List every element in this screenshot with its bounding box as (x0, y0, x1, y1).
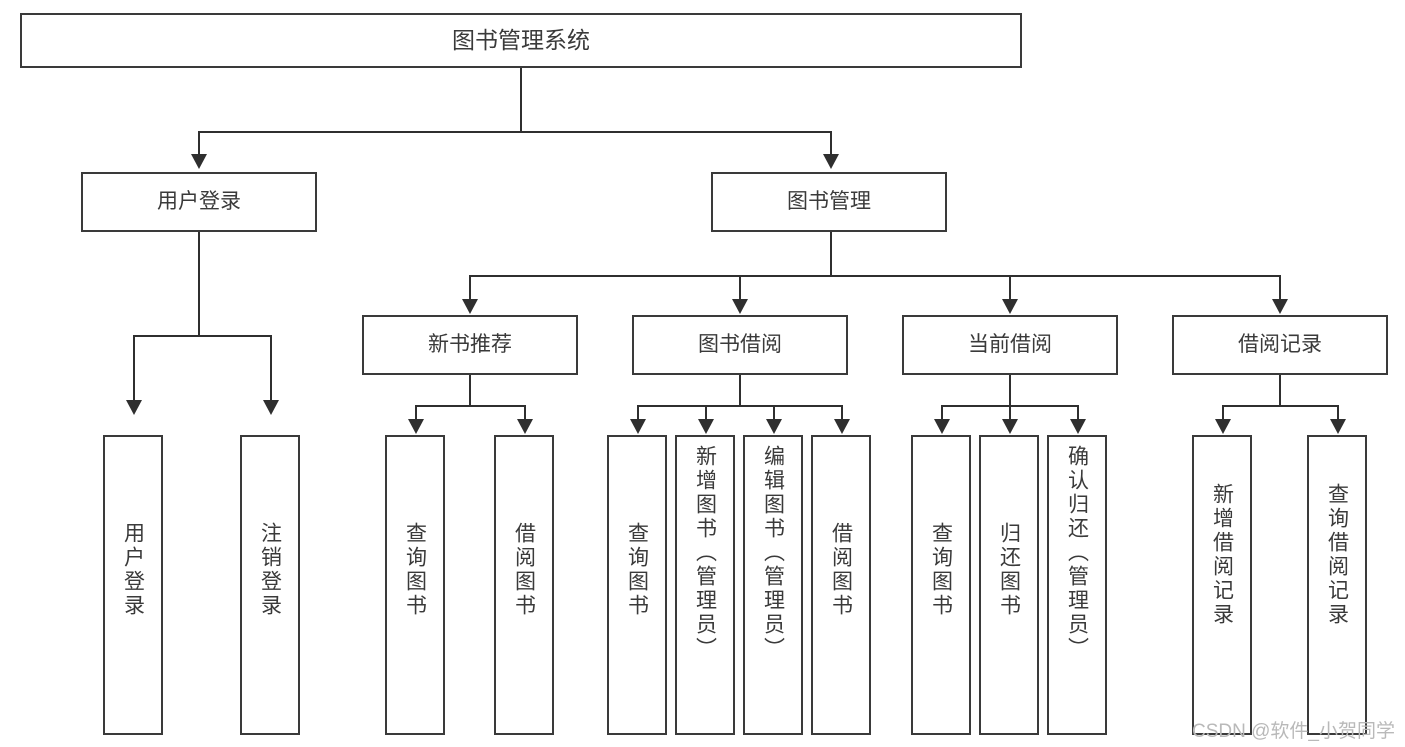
node-current-borrowing[interactable]: 当前借阅 (902, 315, 1118, 375)
node-leaf-borrow-books-borrow[interactable]: 借阅图书 (811, 435, 871, 735)
connector-book-borrow-leaf-1 (637, 405, 639, 421)
arrowhead-root-to-user-login (191, 154, 207, 169)
node-borrowing-records[interactable]: 借阅记录 (1172, 315, 1388, 375)
arrowhead-new-book-leaf-2 (517, 419, 533, 434)
connector-book-management-stem (830, 232, 832, 276)
connector-root-to-book-management (830, 131, 832, 156)
node-leaf-confirm-return-admin[interactable]: 确认归还（管理员） (1047, 435, 1107, 735)
node-leaf-query-books-current[interactable]: 查询图书 (911, 435, 971, 735)
node-label: 当前借阅 (968, 332, 1052, 356)
node-leaf-return-books[interactable]: 归还图书 (979, 435, 1039, 735)
connector-current-borrow-leaf-2 (1009, 405, 1011, 421)
node-label: 图书管理系统 (452, 26, 590, 53)
connector-bm-to-book-borrow (739, 275, 741, 301)
arrowhead-bm-book-borrow (732, 299, 748, 314)
connector-new-book-bus (415, 405, 524, 407)
node-root-library-management-system[interactable]: 图书管理系统 (20, 13, 1022, 68)
node-label: 查询图书 (625, 522, 649, 618)
arrowhead-book-borrow-leaf-1 (630, 419, 646, 434)
node-leaf-user-login[interactable]: 用户登录 (103, 435, 163, 735)
node-leaf-query-books-borrow[interactable]: 查询图书 (607, 435, 667, 735)
connector-borrow-record-bus (1222, 405, 1337, 407)
connector-current-borrow-stem (1009, 375, 1011, 406)
connector-book-borrow-stem (739, 375, 741, 406)
arrowhead-user-login-leaf-1 (126, 400, 142, 415)
node-label: 归还图书 (997, 522, 1021, 618)
connector-bm-to-current-borrow (1009, 275, 1011, 301)
node-label: 注销登录 (258, 522, 282, 618)
connector-book-borrow-leaf-2 (705, 405, 707, 421)
node-leaf-logout[interactable]: 注销登录 (240, 435, 300, 735)
connector-user-login-to-leaf-2 (270, 335, 272, 402)
arrowhead-user-login-leaf-2 (263, 400, 279, 415)
node-label: 查询借阅记录 (1325, 483, 1349, 627)
node-new-book-recommendation[interactable]: 新书推荐 (362, 315, 578, 375)
node-leaf-edit-book-admin[interactable]: 编辑图书（管理员） (743, 435, 803, 735)
arrowhead-bm-new-book (462, 299, 478, 314)
connector-root-bus (198, 131, 832, 133)
node-label: 借阅图书 (512, 522, 536, 618)
node-label: 编辑图书（管理员） (761, 445, 785, 661)
connector-user-login-to-leaf-1 (133, 335, 135, 402)
connector-borrow-record-leaf-1 (1222, 405, 1224, 421)
node-leaf-query-books-new[interactable]: 查询图书 (385, 435, 445, 735)
node-label: 查询图书 (403, 522, 427, 618)
arrowhead-borrow-record-leaf-2 (1330, 419, 1346, 434)
connector-borrow-record-stem (1279, 375, 1281, 406)
node-label: 确认归还（管理员） (1065, 445, 1089, 661)
node-label: 新增图书（管理员） (693, 445, 717, 661)
arrowhead-new-book-leaf-1 (408, 419, 424, 434)
arrowhead-book-borrow-leaf-4 (834, 419, 850, 434)
connector-new-book-stem (469, 375, 471, 406)
arrowhead-root-to-book-management (823, 154, 839, 169)
arrowhead-bm-current-borrow (1002, 299, 1018, 314)
arrowhead-book-borrow-leaf-3 (766, 419, 782, 434)
node-label: 图书借阅 (698, 332, 782, 356)
connector-book-borrow-bus (637, 405, 841, 407)
connector-borrow-record-leaf-2 (1337, 405, 1339, 421)
connector-current-borrow-leaf-3 (1077, 405, 1079, 421)
node-label: 新增借阅记录 (1210, 483, 1234, 627)
arrowhead-borrow-record-leaf-1 (1215, 419, 1231, 434)
connector-user-login-stem (198, 232, 200, 336)
node-leaf-add-book-admin[interactable]: 新增图书（管理员） (675, 435, 735, 735)
arrowhead-current-borrow-leaf-3 (1070, 419, 1086, 434)
connector-book-borrow-leaf-4 (841, 405, 843, 421)
node-label: 用户登录 (121, 522, 145, 618)
connector-new-book-leaf-2 (524, 405, 526, 421)
connector-root-to-user-login (198, 131, 200, 156)
connector-bm-to-new-book (469, 275, 471, 301)
connector-current-borrow-leaf-1 (941, 405, 943, 421)
node-leaf-add-borrow-record[interactable]: 新增借阅记录 (1192, 435, 1252, 735)
node-label: 新书推荐 (428, 332, 512, 356)
arrowhead-book-borrow-leaf-2 (698, 419, 714, 434)
arrowhead-current-borrow-leaf-1 (934, 419, 950, 434)
node-label: 图书管理 (787, 189, 871, 213)
node-leaf-query-borrow-record[interactable]: 查询借阅记录 (1307, 435, 1367, 735)
connector-book-borrow-leaf-3 (773, 405, 775, 421)
arrowhead-bm-borrow-record (1272, 299, 1288, 314)
node-book-borrowing[interactable]: 图书借阅 (632, 315, 848, 375)
connector-bm-to-borrow-record (1279, 275, 1281, 301)
node-label: 用户登录 (157, 189, 241, 213)
node-label: 查询图书 (929, 522, 953, 618)
connector-root-stem (520, 68, 522, 132)
node-label: 借阅图书 (829, 522, 853, 618)
connector-user-login-bus (133, 335, 270, 337)
connector-new-book-leaf-1 (415, 405, 417, 421)
node-user-login[interactable]: 用户登录 (81, 172, 317, 232)
arrowhead-current-borrow-leaf-2 (1002, 419, 1018, 434)
connector-book-management-bus (469, 275, 1280, 277)
node-leaf-borrow-books-new[interactable]: 借阅图书 (494, 435, 554, 735)
node-book-management[interactable]: 图书管理 (711, 172, 947, 232)
node-label: 借阅记录 (1238, 332, 1322, 356)
